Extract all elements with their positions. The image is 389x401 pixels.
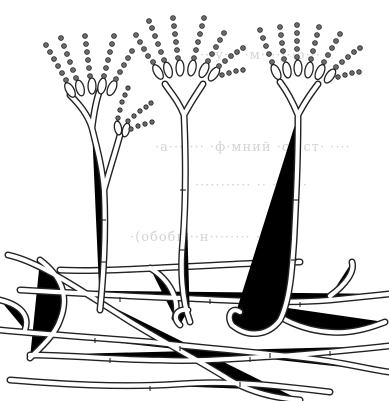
conidiophore-middle: [134, 16, 246, 325]
mycelium: [0, 255, 389, 400]
